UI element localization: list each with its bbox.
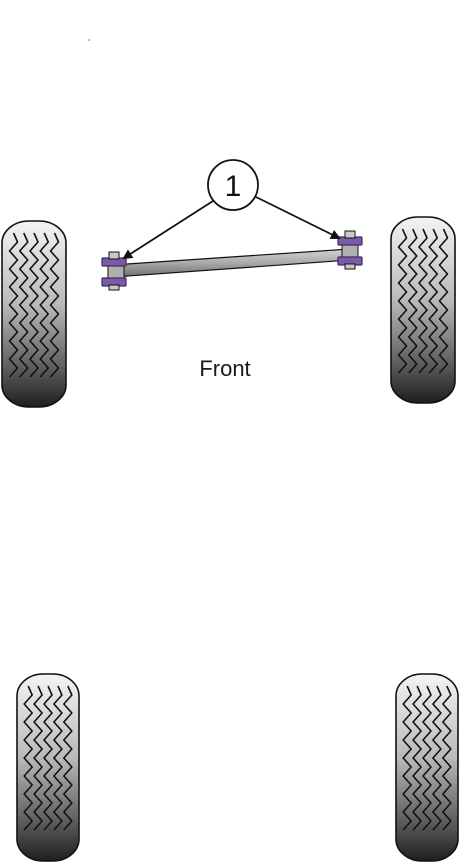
callout-number: 1 [225, 170, 242, 203]
tread-line [438, 228, 449, 374]
tread-line [407, 228, 418, 374]
tyre-body [16, 673, 80, 862]
tread-line [43, 685, 53, 831]
rear-right-tyre-icon [395, 673, 459, 862]
tread-line [418, 228, 428, 374]
tread-line [402, 685, 412, 831]
tread-line [18, 232, 29, 378]
tyre-body [1, 220, 67, 408]
tread-line [23, 685, 33, 831]
tread-line [39, 232, 50, 378]
callout-circle [207, 159, 259, 211]
stray-mark [88, 39, 90, 41]
tread-line [428, 228, 439, 374]
tread-line [29, 232, 39, 378]
right-bushing-icon [337, 230, 363, 270]
tyre-body [395, 673, 459, 862]
callout-arrow-left [122, 200, 214, 260]
tread-line [432, 685, 442, 831]
callout-arrow-right [255, 196, 341, 239]
tread-line [49, 232, 60, 378]
tread-line [422, 685, 432, 831]
tyre-body [390, 216, 456, 404]
tread-line [8, 232, 19, 378]
link-bar [111, 248, 351, 278]
tread-line [33, 685, 43, 831]
tread-line [397, 228, 408, 374]
tread-line [442, 685, 452, 831]
front-left-tyre-icon [1, 220, 67, 408]
rear-left-tyre-icon [16, 673, 80, 862]
tread-line [412, 685, 422, 831]
front-right-tyre-icon [390, 216, 456, 404]
tread-line [63, 685, 73, 831]
front-label: Front [199, 356, 250, 381]
tread-line [53, 685, 63, 831]
left-bushing-icon [101, 251, 127, 291]
